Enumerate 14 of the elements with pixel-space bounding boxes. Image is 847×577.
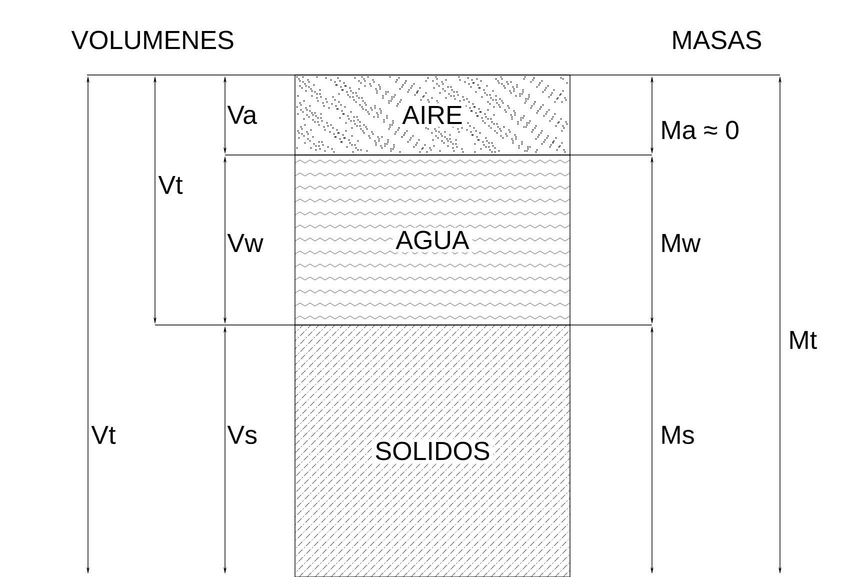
dimension-label: Mt	[790, 330, 817, 350]
dimension-label: Vt	[158, 176, 183, 194]
dimension-label: Vs	[227, 426, 257, 444]
dimension-label: Vt	[91, 426, 116, 444]
dimension-label: Mw	[662, 234, 701, 252]
heading: MASAS	[673, 30, 762, 50]
dimension-label: Vw	[227, 234, 264, 252]
dimension-label: Ms	[662, 426, 694, 444]
water-layer: AGUA	[294, 154, 570, 326]
dimension-label: Va	[227, 106, 258, 124]
solid-layer: SOLIDOS	[294, 324, 570, 577]
dimension-label: Ma ≈ 0	[662, 120, 738, 140]
air-layer: AIRE	[294, 74, 570, 156]
heading: VOLUMENES	[71, 30, 234, 50]
